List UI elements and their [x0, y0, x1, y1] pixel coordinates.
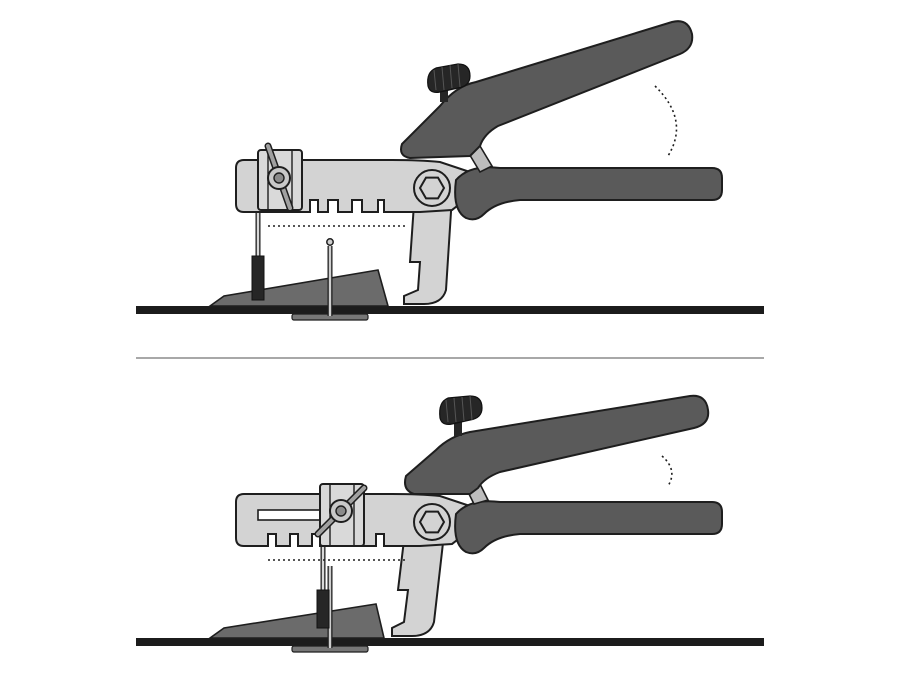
- wing-screw-icon: [314, 484, 368, 538]
- lower-jaw: [391, 532, 446, 637]
- adjust-knob-icon: [439, 395, 483, 436]
- floor-line: [136, 306, 764, 314]
- hex-bolt-icon: [413, 503, 451, 541]
- upper-handle: [404, 394, 710, 495]
- wedge: [207, 269, 390, 307]
- lower-handle: [454, 166, 723, 221]
- slider-block: [257, 142, 303, 212]
- hex-bolt-icon: [413, 169, 451, 207]
- floor-line: [136, 638, 764, 646]
- motion-arc: [661, 455, 673, 487]
- wing-screw-icon: [264, 142, 294, 212]
- panel-top: [136, 20, 764, 321]
- panel-bottom: [136, 394, 764, 653]
- slider-block: [314, 483, 368, 547]
- body-slot: [257, 509, 323, 521]
- lower-jaw: [403, 194, 454, 305]
- upper-handle: [400, 20, 694, 160]
- adjust-knob-icon: [427, 63, 471, 102]
- motion-arc: [654, 85, 678, 157]
- clip-stem: [326, 238, 334, 316]
- lower-handle: [454, 500, 723, 555]
- wedge: [207, 603, 386, 639]
